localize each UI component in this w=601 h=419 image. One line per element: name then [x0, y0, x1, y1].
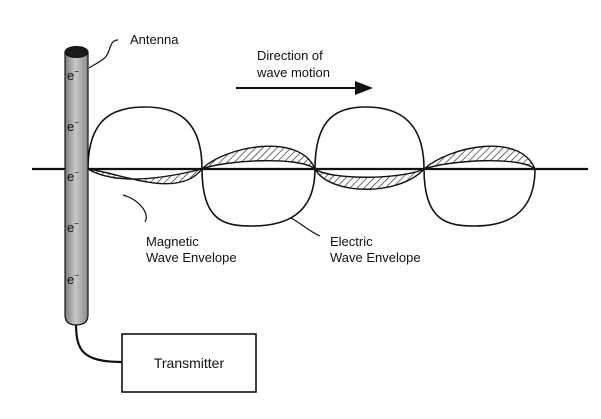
direction-arrow — [236, 81, 373, 95]
electric-label-line2: Wave Envelope — [330, 250, 421, 265]
magnetic-leader — [122, 194, 147, 223]
antenna-label: Antenna — [130, 32, 179, 47]
electric-label-line1: Electric — [330, 234, 373, 249]
electric-loop-2 — [201, 168, 316, 227]
electric-loop-4 — [423, 168, 536, 227]
magnetic-label-line1: Magnetic — [146, 234, 199, 249]
magnetic-label-line2: Wave Envelope — [146, 250, 237, 265]
magnetic-wave-envelope — [87, 145, 536, 190]
magnetic-lobe-1 — [87, 167, 204, 185]
electron-label-2: e− — [67, 118, 79, 134]
transmitter-label: Transmitter — [154, 355, 225, 371]
electric-loop-1 — [87, 106, 203, 170]
electron-label-4: e− — [67, 219, 79, 235]
magnetic-lobe-2 — [201, 145, 316, 170]
electric-wave-envelope — [87, 106, 536, 227]
electron-label-1: e− — [67, 67, 79, 83]
antenna — [64, 46, 89, 326]
electron-label-3: e− — [67, 168, 79, 184]
magnetic-lobe-4 — [423, 145, 536, 170]
direction-label-line2: wave motion — [256, 65, 330, 80]
electron-label-5: e− — [67, 271, 79, 287]
transmitter-cable — [74, 322, 123, 364]
antenna-body — [64, 51, 89, 326]
electric-loop-3 — [314, 106, 425, 170]
antenna-leader — [88, 39, 119, 69]
antenna-electrons: e− e− e− e− e− — [67, 67, 79, 287]
magnetic-lobe-3 — [314, 168, 425, 190]
electric-leader — [290, 217, 321, 237]
transmitter-box — [121, 333, 257, 393]
direction-label-line1: Direction of — [257, 48, 323, 63]
antenna-tip — [64, 46, 89, 58]
